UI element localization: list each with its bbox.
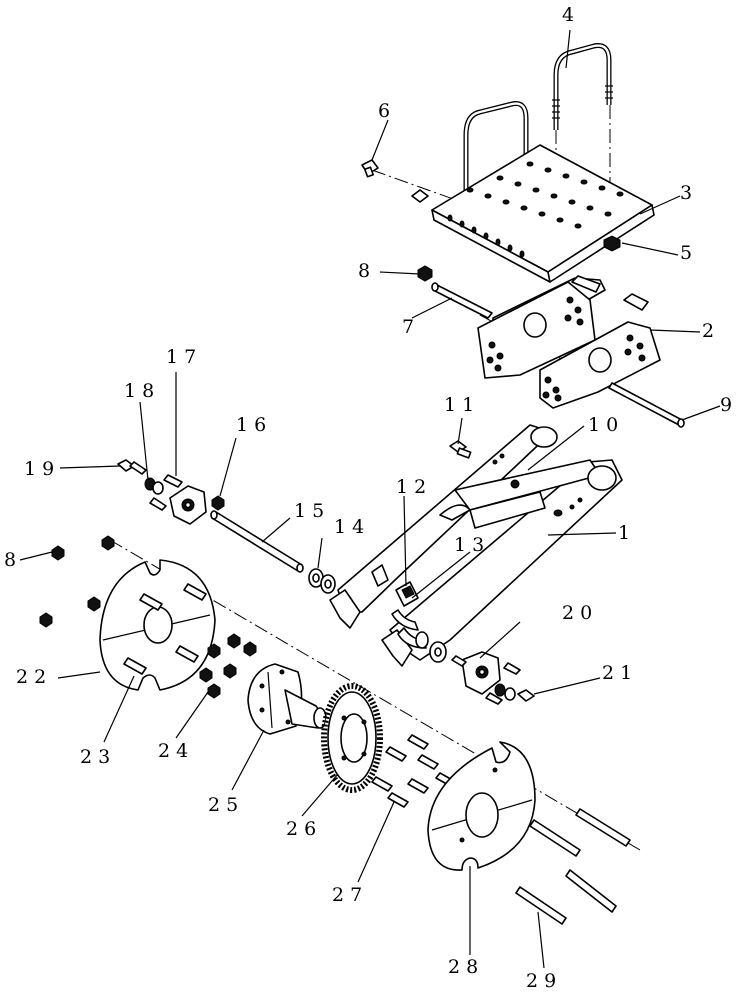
nut-item-8-upper xyxy=(417,265,433,282)
bolt-head-plate xyxy=(411,189,429,203)
nut-item-16 xyxy=(211,495,225,511)
callout-8-lower: 8 xyxy=(4,549,23,571)
shield-item-22 xyxy=(99,559,216,691)
callout-17: 17 xyxy=(166,346,203,368)
callout-29: 29 xyxy=(526,970,563,992)
callout-7: 7 xyxy=(402,316,421,338)
callout-14: 14 xyxy=(334,516,371,538)
callout-24: 24 xyxy=(158,740,195,762)
callout-1: 1 xyxy=(618,522,637,544)
bolts-item-21 xyxy=(485,662,535,705)
small-nuts-left xyxy=(39,535,115,628)
callout-19: 19 xyxy=(24,458,61,480)
bolt-lower-left xyxy=(149,497,167,511)
callout-9: 9 xyxy=(720,394,736,416)
callout-11: 11 xyxy=(444,394,481,416)
callout-28: 28 xyxy=(448,956,485,978)
callout-13: 13 xyxy=(454,534,491,556)
washers-right xyxy=(415,631,447,663)
nuts-item-24 xyxy=(199,633,257,699)
callout-16: 16 xyxy=(236,414,273,436)
bolt-item-19 xyxy=(117,459,147,475)
u-bolts xyxy=(463,43,613,205)
callout-2: 2 xyxy=(702,320,721,342)
bolts-item-29 xyxy=(515,808,631,925)
shaft-item-15 xyxy=(210,510,304,573)
upper-bolt-centerline xyxy=(371,169,471,206)
arm-item-1 xyxy=(329,424,623,667)
callout-27: 27 xyxy=(332,884,369,906)
washers-item-14 xyxy=(308,568,336,594)
callout-15: 15 xyxy=(294,500,331,522)
shield-item-28 xyxy=(427,741,536,871)
mounting-plate xyxy=(431,144,655,283)
callout-23: 23 xyxy=(80,746,117,768)
callout-4: 4 xyxy=(562,4,581,26)
callout-18: 18 xyxy=(124,380,161,402)
callout-21: 21 xyxy=(602,662,639,684)
callout-3: 3 xyxy=(680,182,699,204)
callout-26: 26 xyxy=(286,818,323,840)
callout-10: 10 xyxy=(588,414,625,436)
callout-22: 22 xyxy=(16,666,53,688)
bolt-item-17 xyxy=(163,474,183,488)
callout-12: 12 xyxy=(396,476,433,498)
nut-item-8-lower xyxy=(51,545,65,561)
callout-8-upper: 8 xyxy=(358,260,377,282)
leader-lines xyxy=(19,29,721,969)
sprocket-item-26 xyxy=(321,683,383,793)
nut-item-5 xyxy=(603,235,621,252)
bolt-item-11 xyxy=(449,440,472,459)
callout-20: 20 xyxy=(562,602,599,624)
callout-5: 5 xyxy=(680,242,699,264)
bearing-flange-left xyxy=(169,485,207,525)
pin-item-7 xyxy=(431,282,493,319)
studs-item-23 xyxy=(123,583,207,675)
callout-6: 6 xyxy=(378,100,397,122)
hub-item-25 xyxy=(247,663,327,735)
bearing-flange-item-20 xyxy=(451,651,501,695)
bolt-item-6 xyxy=(361,159,379,178)
nut-item-18 xyxy=(144,477,164,495)
callout-25: 25 xyxy=(208,794,245,816)
bracket-item-2 xyxy=(477,275,661,409)
